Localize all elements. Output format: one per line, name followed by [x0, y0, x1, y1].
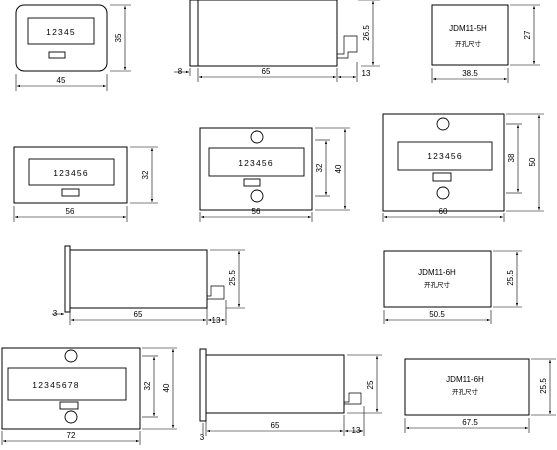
width-value: 50.5 — [429, 310, 445, 319]
outer-height-value: 50 — [528, 157, 537, 166]
cutout-outline — [431, 4, 509, 66]
outer-height-value: 40 — [162, 383, 171, 392]
terminal-tab — [207, 285, 225, 300]
width-value: 60 — [439, 207, 448, 216]
display-window — [208, 147, 305, 177]
width-value: 38.5 — [462, 69, 478, 78]
model-label: JDM11-6H — [418, 268, 456, 277]
mounting-hole — [436, 117, 450, 131]
jdm5-side-view: 8 65 13 26.5 — [174, 0, 380, 82]
jdm6a-front-view: 123456 56 32 — [13, 146, 158, 222]
width-value: 72 — [67, 431, 76, 440]
jdm6b-front-view: 123456 56 32 40 — [199, 127, 350, 222]
length-value: 65 — [262, 67, 271, 76]
housing-body — [197, 0, 338, 67]
mounting-hole — [64, 349, 78, 363]
flange-value: 3 — [200, 433, 205, 442]
model-label: JDM11-5H — [449, 24, 487, 33]
width-value: 56 — [66, 207, 75, 216]
terminal-tab — [337, 35, 358, 59]
display-digits: 12345 — [46, 27, 76, 37]
inner-height-value: 32 — [315, 163, 324, 172]
cutout-label: 开孔尺寸 — [452, 387, 479, 396]
mounting-flange — [64, 245, 71, 313]
flange-value: 8 — [178, 67, 183, 76]
width-value: 67.5 — [462, 418, 478, 427]
cutout-outline — [404, 358, 530, 416]
reset-button — [59, 401, 79, 410]
jdm6-side-view: 3 65 13 25.5 — [52, 245, 245, 325]
jdm8-cutout-view: JDM11-6H 开孔尺寸 67.5 25.5 — [404, 358, 556, 433]
jdm5-cutout-view: JDM11-5H 开孔尺寸 38.5 27 — [431, 4, 540, 83]
reset-button — [61, 188, 80, 197]
flange-value: 3 — [53, 309, 58, 318]
height-value: 25 — [366, 380, 375, 389]
display-window — [28, 158, 115, 186]
mounting-hole — [250, 189, 264, 203]
jdm8-front-view: 12345678 72 32 40 — [1, 347, 177, 445]
tail-value: 13 — [212, 316, 221, 325]
length-value: 65 — [134, 310, 143, 319]
cutout-label: 开孔尺寸 — [455, 39, 482, 48]
cutout-label: 开孔尺寸 — [424, 280, 451, 289]
terminal-tab — [344, 392, 362, 405]
reset-button — [432, 172, 452, 182]
housing-body — [69, 249, 208, 309]
jdm8-side-view: 3 65 13 25 — [199, 348, 382, 442]
tail-value: 13 — [362, 69, 371, 78]
width-value: 56 — [252, 207, 261, 216]
jdm5-front-view: 12345 45 35 — [15, 4, 131, 91]
mounting-flange — [189, 0, 199, 67]
mounting-hole — [436, 186, 450, 200]
display-digits: 123456 — [53, 168, 89, 178]
display-window — [27, 17, 95, 45]
display-window — [7, 367, 127, 401]
height-value: 32 — [141, 170, 150, 179]
display-digits: 123456 — [427, 151, 463, 161]
display-window — [397, 141, 493, 171]
housing-body — [205, 354, 345, 414]
inner-height-value: 38 — [507, 153, 516, 162]
height-value: 26.5 — [362, 25, 371, 41]
reset-button — [243, 178, 261, 187]
mounting-flange — [199, 348, 207, 422]
model-label: JDM11-6H — [446, 375, 484, 384]
display-digits: 12345678 — [32, 380, 79, 390]
jdm6c-front-view: 123456 60 38 50 — [382, 113, 544, 222]
height-value: 25.5 — [506, 270, 515, 286]
jdm6-cutout-view: JDM11-6H 开孔尺寸 50.5 25.5 — [383, 250, 522, 324]
mounting-hole — [64, 410, 78, 424]
display-digits: 123456 — [238, 158, 274, 168]
height-value: 25.5 — [539, 378, 548, 394]
reset-button — [48, 51, 66, 59]
tail-value: 13 — [352, 426, 361, 435]
height-value: 27 — [523, 30, 532, 39]
inner-height-value: 32 — [143, 381, 152, 390]
height-value: 25.5 — [228, 270, 237, 286]
height-value: 35 — [114, 33, 123, 42]
outer-height-value: 40 — [334, 164, 343, 173]
mounting-hole — [250, 130, 264, 144]
cutout-outline — [383, 250, 492, 308]
width-value: 45 — [57, 76, 66, 85]
length-value: 65 — [271, 421, 280, 430]
